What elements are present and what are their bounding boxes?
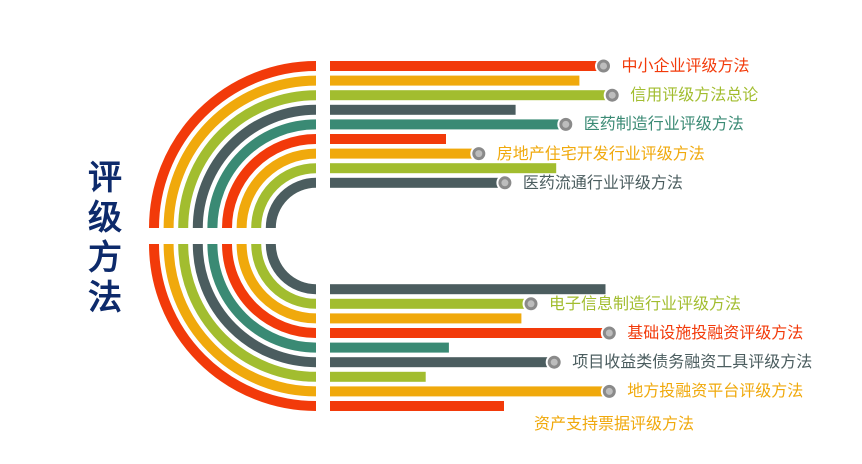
top-arc-0	[149, 61, 317, 229]
top-bar-3	[330, 104, 516, 115]
bottom-bar-7	[330, 386, 612, 397]
bottom-bar-5	[330, 357, 557, 368]
bottom-arc-0	[265, 243, 317, 295]
marker-dot-inner	[605, 329, 613, 337]
bottom-bar-4	[330, 342, 449, 353]
method-label-real-estate: 房地产住宅开发行业评级方法	[496, 143, 705, 163]
bottom-bar-6	[330, 371, 426, 382]
bottom-arc-6	[178, 243, 317, 382]
bottom-arc-1	[251, 243, 317, 309]
top-arc-6	[236, 148, 317, 229]
top-arc-1	[163, 75, 317, 229]
top-bar-4	[330, 119, 568, 130]
top-bar-group	[330, 61, 615, 188]
method-label-project-revenue-debt: 项目收益类债务融资工具评级方法	[572, 352, 813, 372]
bottom-bar-3	[330, 328, 612, 338]
top-bar-6	[330, 148, 481, 159]
bottom-arc-group	[149, 243, 317, 411]
title-char: 评	[88, 158, 122, 198]
bottom-bar-0	[330, 284, 606, 295]
top-arc-2	[178, 90, 317, 229]
method-label-general: 信用评级方法总论	[630, 85, 759, 105]
bottom-arc-5	[192, 243, 317, 368]
top-bar-0	[330, 61, 606, 71]
marker-dot-inner	[527, 300, 535, 308]
marker-dots	[470, 57, 621, 400]
bottom-arc-7	[163, 243, 317, 397]
title-char: 级	[88, 198, 122, 238]
bottom-arc-2	[236, 243, 317, 324]
top-arc-8	[265, 177, 317, 229]
marker-dot-inner	[562, 120, 570, 128]
top-arc-4	[207, 119, 317, 229]
bottom-arc-4	[207, 243, 317, 353]
marker-dot-inner	[600, 62, 607, 70]
top-bar-5	[330, 134, 446, 144]
method-label-pharma-manufacturing: 医药制造行业评级方法	[583, 114, 744, 134]
marker-dot-inner	[605, 387, 613, 395]
method-label-infrastructure: 基础设施投融资评级方法	[627, 323, 804, 342]
top-bar-7	[330, 163, 557, 174]
title-char: 方	[88, 238, 122, 278]
marker-dot-inner	[608, 91, 616, 99]
method-label-abn: 资产支持票据评级方法	[534, 414, 695, 433]
marker-dot-inner	[501, 179, 509, 187]
bottom-bar-group	[330, 284, 612, 411]
vertical-title: 评 级 方 法	[84, 158, 126, 318]
method-label-sme: 中小企业评级方法	[621, 56, 750, 75]
marker-dot-inner	[475, 150, 483, 158]
top-bar-2	[330, 90, 615, 101]
top-arc-group	[149, 61, 317, 229]
top-bar-8	[330, 177, 507, 188]
bottom-arc-3	[222, 243, 317, 338]
bottom-bar-1	[330, 298, 533, 309]
bottom-bar-2	[330, 313, 522, 324]
top-bar-1	[330, 75, 580, 86]
marker-dot-inner	[550, 358, 558, 366]
method-label-pharma-distribution: 医药流通行业评级方法	[522, 172, 683, 192]
bottom-bar-8	[330, 401, 504, 411]
bottom-arc-8	[149, 243, 317, 411]
title-char: 法	[88, 278, 122, 318]
method-label-local-financing-platform: 地方投融资平台评级方法	[627, 381, 804, 401]
top-arc-7	[251, 163, 317, 229]
top-arc-5	[222, 134, 317, 229]
method-label-electronics: 电子信息制造行业评级方法	[549, 293, 742, 313]
top-arc-3	[192, 104, 317, 229]
